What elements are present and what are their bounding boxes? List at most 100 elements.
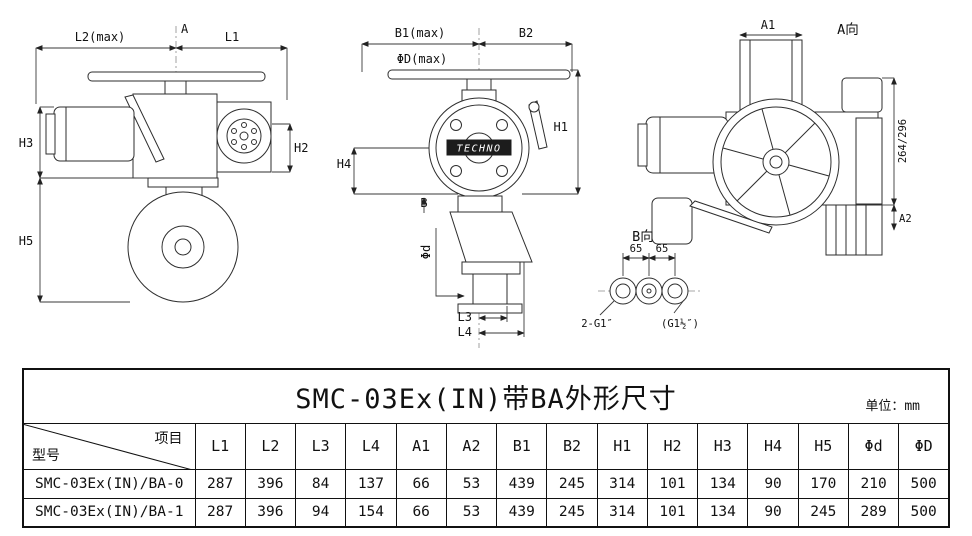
value-cell: 66 (395, 468, 447, 499)
left-view-dimensions: L2(max) A L1 H3 H5 H2 (19, 22, 308, 303)
value-cell: 287 (194, 468, 246, 499)
value-cell: 500 (898, 468, 950, 499)
value-cell: 66 (395, 497, 447, 528)
a-view-lower-parts (651, 197, 883, 256)
value-cell: 134 (697, 497, 749, 528)
front-view-body: TECHNO (428, 97, 548, 199)
dim-l4-label: L4 (458, 325, 472, 339)
dimension-table-wrap: SMC-03Ex(IN)带BA外形尺寸 单位：mm 项目 型号 L1 L2 L3… (22, 368, 950, 528)
value-cell: 396 (244, 497, 297, 528)
value-cell: 289 (847, 497, 900, 528)
b-view-ports (609, 277, 689, 305)
front-view-valve-bonnet (449, 195, 533, 314)
dim-h1-label: H1 (554, 120, 568, 134)
a-view-dimensions: A1 264/296 A2 (739, 18, 912, 231)
column-header: L3 (295, 422, 347, 470)
front-view: TECHNO B1(max) B2 (337, 26, 581, 348)
value-cell: 53 (445, 468, 498, 499)
value-cell: 287 (194, 497, 246, 528)
dim-a-label: A (181, 22, 189, 36)
value-cell: 245 (546, 468, 598, 499)
corner-bottom-label: 型号 (32, 447, 60, 464)
dim-l3-label: L3 (458, 310, 472, 324)
left-view-motor (45, 106, 135, 162)
value-cell: 314 (596, 497, 648, 528)
table-title: SMC-03Ex(IN)带BA外形尺寸 (295, 383, 677, 415)
dim-phiD-label: ΦD(max) (397, 52, 448, 66)
table-title-row: SMC-03Ex(IN)带BA外形尺寸 单位：mm (22, 368, 950, 424)
thread-main-label: 2-G1″ (581, 318, 613, 330)
column-header: B1 (496, 422, 548, 470)
nameplate (446, 139, 512, 156)
value-cell: 314 (596, 468, 648, 499)
column-header: H2 (646, 422, 699, 470)
front-view-handwheel (387, 69, 571, 103)
a-direction-view: A向 (637, 18, 912, 256)
brand-label: TECHNO (456, 144, 501, 155)
value-cell: 90 (747, 497, 799, 528)
dim-h5-label: H5 (19, 234, 33, 248)
dim-264-296-label: 264/296 (897, 119, 909, 163)
value-cell: 245 (546, 497, 598, 528)
table-header-row: 项目 型号 L1 L2 L3 L4 A1 A2 B1 B2 H1 H2 H3 H… (22, 422, 950, 470)
left-view-bottom-disc (127, 177, 239, 303)
column-header: L2 (244, 422, 297, 470)
column-header: A2 (445, 422, 498, 470)
column-header: A1 (395, 422, 447, 470)
dim-a1-label: A1 (761, 18, 775, 32)
drawing-canvas: L2(max) A L1 H3 H5 H2 (19, 18, 912, 348)
column-header: H5 (797, 422, 849, 470)
column-header: Φd (847, 422, 900, 470)
column-header: H4 (747, 422, 799, 470)
table-row: SMC-03Ex(IN)/BA-1 287 396 94 154 66 53 4… (22, 497, 950, 528)
dim-h3-label: H3 (19, 136, 33, 150)
value-cell: 101 (646, 468, 699, 499)
dim-l2-label: L2(max) (75, 30, 126, 44)
thread-alt-label: (G1½″) (661, 318, 699, 330)
drawings-area: L2(max) A L1 H3 H5 H2 (19, 18, 912, 348)
column-header: L4 (345, 422, 397, 470)
unit-label: 单位：mm (865, 398, 920, 414)
value-cell: 439 (496, 468, 548, 499)
column-header: H3 (697, 422, 749, 470)
dim-b1-label: B1(max) (395, 26, 446, 40)
a-view-handwheel (712, 98, 840, 226)
column-header: ΦD (898, 422, 950, 470)
value-cell: 439 (496, 497, 548, 528)
dim-l1-label: L1 (225, 30, 239, 44)
value-cell: 154 (345, 497, 397, 528)
b-view-dimensions: 65 65 2-G1″ (G1½″) (581, 243, 699, 330)
value-cell: 210 (847, 468, 900, 499)
column-header: H1 (596, 422, 648, 470)
value-cell: 90 (747, 468, 799, 499)
dimension-table: SMC-03Ex(IN)带BA外形尺寸 单位：mm 项目 型号 L1 L2 L3… (22, 368, 950, 528)
column-header: B2 (546, 422, 598, 470)
left-view: L2(max) A L1 H3 H5 H2 (19, 22, 308, 303)
value-cell: 396 (244, 468, 297, 499)
value-cell: 170 (797, 468, 849, 499)
b-direction-view: B向 65 65 (581, 229, 700, 330)
dim-h4-label: H4 (337, 157, 351, 171)
dim-65a-label: 65 (630, 243, 643, 255)
column-header: L1 (194, 422, 246, 470)
dim-65b-label: 65 (656, 243, 669, 255)
dim-a2-label: A2 (899, 213, 912, 225)
header-corner-cell: 项目 型号 (22, 422, 196, 470)
value-cell: 137 (345, 468, 397, 499)
left-view-output-flange (216, 101, 272, 173)
front-view-dimensions: B1(max) B2 ΦD(max) H4 H1 B Φd (337, 26, 581, 339)
dim-b2-label: B2 (519, 26, 533, 40)
dim-h2-label: H2 (294, 141, 308, 155)
value-cell: 94 (295, 497, 347, 528)
value-cell: 53 (445, 497, 498, 528)
dim-phid-label: Φd (419, 245, 433, 259)
model-cell: SMC-03Ex(IN)/BA-1 (22, 497, 196, 528)
left-view-gearbox (124, 93, 218, 179)
value-cell: 245 (797, 497, 849, 528)
value-cell: 84 (295, 468, 347, 499)
value-cell: 500 (898, 497, 950, 528)
table-row: SMC-03Ex(IN)/BA-0 287 396 84 137 66 53 4… (22, 468, 950, 499)
model-cell: SMC-03Ex(IN)/BA-0 (22, 468, 196, 499)
corner-top-label: 项目 (154, 430, 183, 447)
